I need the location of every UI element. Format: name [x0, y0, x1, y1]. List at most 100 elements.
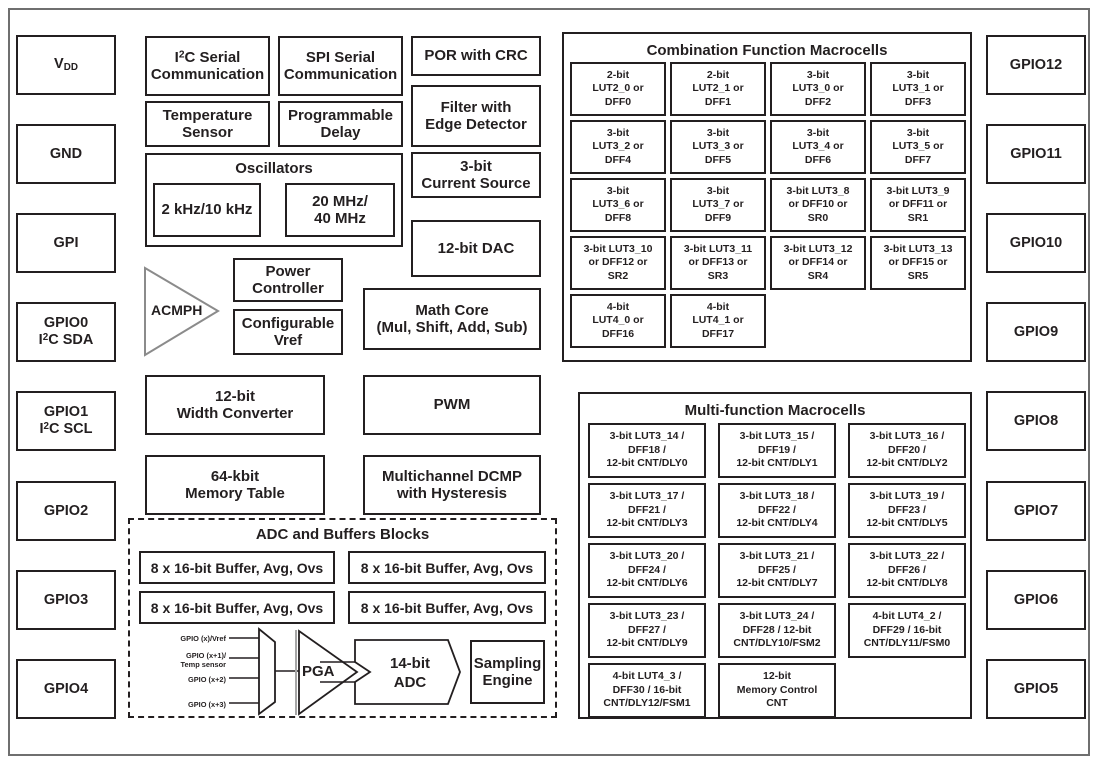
buffer-block-3[interactable]: 8 x 16-bit Buffer, Avg, Ovs [139, 591, 335, 624]
block-temperature-sensor[interactable]: Temperature Sensor [145, 101, 270, 147]
buffer-block-1[interactable]: 8 x 16-bit Buffer, Avg, Ovs [139, 551, 335, 584]
multifunction-macrocell-0-label: 3-bit LUT3_14 /DFF18 /12-bit CNT/DLY0 [606, 430, 688, 470]
pin-vdd-label: VDD [54, 56, 78, 74]
block-memory-table-line2: Memory Table [185, 485, 285, 502]
pin-gpi-label: GPI [53, 234, 79, 251]
multifunction-macrocell-4[interactable]: 3-bit LUT3_18 /DFF22 /12-bit CNT/DLY4 [718, 483, 836, 538]
pin-gpio10[interactable]: GPIO10 [986, 213, 1086, 273]
multifunction-macrocell-5[interactable]: 3-bit LUT3_19 /DFF23 /12-bit CNT/DLY5 [848, 483, 966, 538]
sampling-engine-line2: Engine [482, 672, 533, 689]
block-spi-serial-communication[interactable]: SPI Serial Communication [278, 36, 403, 96]
block-temp-line2: Sensor [182, 124, 233, 141]
pin-gpio12[interactable]: GPIO12 [986, 35, 1086, 95]
pin-gnd[interactable]: GND [16, 124, 116, 184]
block-spi-line2: Communication [283, 66, 398, 83]
block-multichannel-dcmp[interactable]: Multichannel DCMP with Hysteresis [363, 455, 541, 515]
pin-gpio8[interactable]: GPIO8 [986, 391, 1086, 451]
pin-gpio11[interactable]: GPIO11 [986, 124, 1086, 184]
multifunction-macrocell-8[interactable]: 3-bit LUT3_22 /DFF26 /12-bit CNT/DLY8 [848, 543, 966, 598]
block-filter-with-edge-detector[interactable]: Filter with Edge Detector [411, 85, 541, 147]
pin-gpio4[interactable]: GPIO4 [16, 659, 116, 719]
block-current-source[interactable]: 3-bit Current Source [411, 152, 541, 198]
adc-line2: ADC [393, 673, 427, 691]
multifunction-macrocell-3-label: 3-bit LUT3_17 /DFF21 /12-bit CNT/DLY3 [606, 490, 688, 530]
multifunction-macrocell-0[interactable]: 3-bit LUT3_14 /DFF18 /12-bit CNT/DLY0 [588, 423, 706, 478]
block-por-with-crc[interactable]: POR with CRC [411, 36, 541, 76]
multifunction-macrocell-4-label: 3-bit LUT3_18 /DFF22 /12-bit CNT/DLY4 [736, 490, 818, 530]
block-math-core[interactable]: Math Core (Mul, Shift, Add, Sub) [363, 288, 541, 350]
pin-gpio0[interactable]: GPIO0 I2C SDA [16, 302, 116, 362]
pin-gpio10-label: GPIO10 [1009, 234, 1063, 251]
block-configurable-vref[interactable]: Configurable Vref [233, 309, 343, 355]
pin-gpio3[interactable]: GPIO3 [16, 570, 116, 630]
pin-gpio4-label: GPIO4 [43, 680, 89, 697]
multifunction-macrocell-9[interactable]: 3-bit LUT3_23 /DFF27 /12-bit CNT/DLY9 [588, 603, 706, 658]
multifunction-macrocell-3[interactable]: 3-bit LUT3_17 /DFF21 /12-bit CNT/DLY3 [588, 483, 706, 538]
block-dcmp-line1: Multichannel DCMP [381, 467, 522, 485]
multifunction-macrocell-1[interactable]: 3-bit LUT3_15 /DFF19 /12-bit CNT/DLY1 [718, 423, 836, 478]
block-programmable-delay[interactable]: Programmable Delay [278, 101, 403, 147]
block-memory-table[interactable]: 64-kbit Memory Table [145, 455, 325, 515]
pin-gpio9[interactable]: GPIO9 [986, 302, 1086, 362]
pin-gpio11-label: GPIO11 [1010, 145, 1062, 162]
mux-input-label-2: GPIO (x+2) [148, 675, 226, 684]
pin-gpi[interactable]: GPI [16, 213, 116, 273]
block-filter-line1: Filter with [440, 98, 512, 116]
panel-adc-title: ADC and Buffers Blocks [255, 526, 430, 543]
block-oscillator-low[interactable]: 2 kHz/10 kHz [153, 183, 261, 237]
block-i2c-serial-communication[interactable]: I2C Serial Communication [145, 36, 270, 96]
block-pwm[interactable]: PWM [363, 375, 541, 435]
buffer-block-2[interactable]: 8 x 16-bit Buffer, Avg, Ovs [348, 551, 546, 584]
multifunction-macrocell-7[interactable]: 3-bit LUT3_21 /DFF25 /12-bit CNT/DLY7 [718, 543, 836, 598]
block-sampling-engine[interactable]: Sampling Engine [470, 640, 545, 704]
block-oscillator-high[interactable]: 20 MHz/ 40 MHz [285, 183, 395, 237]
block-power-controller[interactable]: Power Controller [233, 258, 343, 302]
pin-vdd[interactable]: VDD [16, 35, 116, 95]
pin-gpio2[interactable]: GPIO2 [16, 481, 116, 541]
block-width-converter[interactable]: 12-bit Width Converter [145, 375, 325, 435]
mux-input-3-line1: GPIO (x+3) [188, 700, 226, 709]
mux-input-1-line1: GPIO (x+1)/ [185, 651, 226, 660]
pin-gpio7[interactable]: GPIO7 [986, 481, 1086, 541]
block-width-converter-line1: 12-bit [214, 387, 255, 405]
block-osc-low-label: 2 kHz/10 kHz [161, 201, 253, 219]
block-12bit-dac[interactable]: 12-bit DAC [411, 220, 541, 277]
pin-gpio1[interactable]: GPIO1 I2C SCL [16, 391, 116, 451]
block-pga-label: PGA [302, 663, 335, 680]
pin-gpio5[interactable]: GPIO5 [986, 659, 1086, 719]
multifunction-macrocell-6[interactable]: 3-bit LUT3_20 /DFF24 /12-bit CNT/DLY6 [588, 543, 706, 598]
multifunction-macrocell-2-label: 3-bit LUT3_16 /DFF20 /12-bit CNT/DLY2 [866, 430, 948, 470]
buffer-block-4[interactable]: 8 x 16-bit Buffer, Avg, Ovs [348, 591, 546, 624]
pin-gpio6[interactable]: GPIO6 [986, 570, 1086, 630]
multifunction-macrocell-2[interactable]: 3-bit LUT3_16 /DFF20 /12-bit CNT/DLY2 [848, 423, 966, 478]
multifunction-macrocell-5-label: 3-bit LUT3_19 /DFF23 /12-bit CNT/DLY5 [866, 490, 948, 530]
buffer-1-label: 8 x 16-bit Buffer, Avg, Ovs [150, 559, 324, 576]
